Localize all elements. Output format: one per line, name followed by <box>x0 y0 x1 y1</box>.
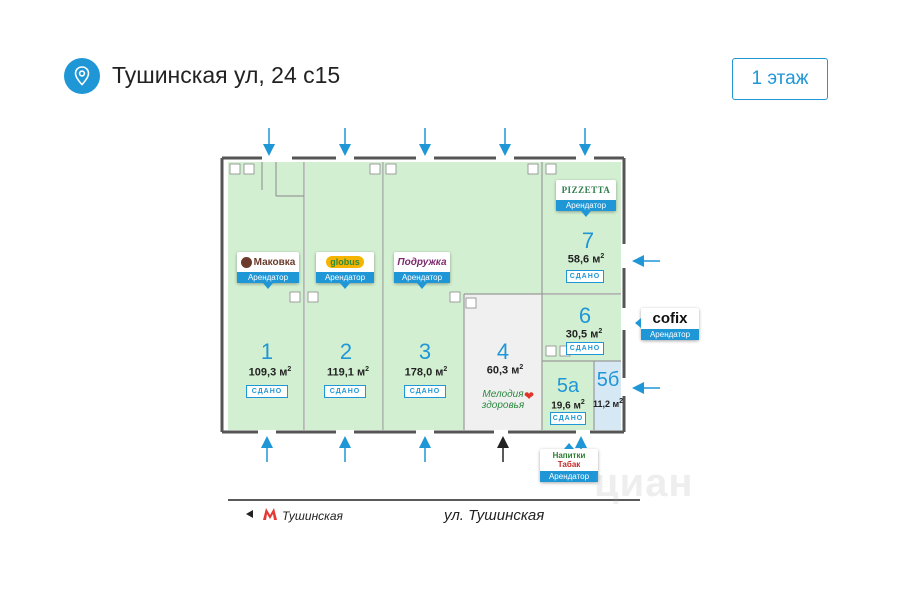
tenant-card-makovka[interactable]: Маковка Арендатор <box>237 252 299 289</box>
page-title: Тушинская ул, 24 с15 <box>112 62 341 88</box>
unit-5b-number: 5б <box>596 369 620 391</box>
tenant-card-napitki-tabak[interactable]: Напитки Табак Арендатор <box>540 443 598 482</box>
tenant-card-pizzetta[interactable]: PIZZETTA Арендатор <box>556 180 616 217</box>
unit-5b-area-text: 11,2 м2 <box>592 398 624 409</box>
pointer-icon <box>263 283 273 289</box>
heart-icon: ❤ <box>523 389 534 403</box>
unit-2-status-badge: СДАНО <box>324 385 366 398</box>
unit-3-status-badge: СДАНО <box>404 385 446 398</box>
makovka-logo-icon <box>240 256 252 268</box>
tenant-logo: Маковка <box>237 252 299 272</box>
tenant-label: Арендатор <box>394 272 450 283</box>
tenant-label: Арендатор <box>316 272 374 283</box>
unit-5a-number: 5а <box>556 375 580 397</box>
pointer-icon <box>581 211 591 217</box>
unit-5a-status-badge: СДАНО <box>550 412 586 425</box>
pointer-icon <box>417 283 427 289</box>
pointer-icon <box>564 443 574 449</box>
tenant-label: Арендатор <box>540 471 598 482</box>
map-pin-icon <box>74 66 90 86</box>
tenant-logo: cofix <box>652 310 688 327</box>
tenant-logo: globus <box>316 252 374 272</box>
metro-m-icon <box>263 508 277 520</box>
unit-2-number: 2 <box>339 339 353 364</box>
unit-7-number: 7 <box>581 228 595 253</box>
tenant-logo: Напитки Табак <box>552 451 586 469</box>
unit-4-tenant-logo: Мелодия здоровья ❤ <box>481 389 534 411</box>
pointer-icon <box>340 283 350 289</box>
street-label: ул. Тушинская <box>444 507 545 524</box>
unit-3-number: 3 <box>418 339 432 364</box>
tenant-card-cofix[interactable]: cofix Арендатор <box>635 308 699 340</box>
tenant-card-podruzhka[interactable]: Подружка Арендатор <box>394 252 450 289</box>
location-pin <box>64 58 100 94</box>
unit-3-lower <box>384 294 464 430</box>
unit-4-number: 4 <box>496 339 510 364</box>
unit-3-area-text: 178,0 м2 <box>404 366 448 379</box>
unit-2-area-text: 119,1 м2 <box>326 366 370 379</box>
unit-1-area-text: 109,3 м2 <box>248 366 292 379</box>
unit-7-status-badge: СДАНО <box>566 270 604 283</box>
entrance-arrows-bottom <box>261 436 587 462</box>
tenant-label: Арендатор <box>237 272 299 283</box>
tenant-label: Арендатор <box>641 329 699 340</box>
tenant-logo: Подружка <box>397 256 447 268</box>
unit-4-area-text: 60,3 м2 <box>486 364 524 377</box>
unit-5b-area[interactable] <box>594 361 621 430</box>
pointer-icon <box>635 318 641 328</box>
floor-selector-button[interactable]: 1 этаж <box>732 58 828 100</box>
unit-4-area[interactable] <box>464 294 542 430</box>
unit-6-status-badge: СДАНО <box>566 342 604 355</box>
metro-station-label: Тушинская <box>282 509 343 523</box>
unit-1-status-badge: СДАНО <box>246 385 288 398</box>
unit-5a-area-text: 19,6 м2 <box>551 399 585 412</box>
unit-7-area-text: 58,6 м2 <box>567 253 605 266</box>
unit-1-number: 1 <box>260 339 274 364</box>
unit-6-area-text: 30,5 м2 <box>565 328 603 341</box>
unit-6-number: 6 <box>578 303 592 328</box>
tenant-card-globus[interactable]: globus Арендатор <box>316 252 374 289</box>
arrow-left-icon <box>246 510 253 518</box>
tenant-label: Арендатор <box>556 200 616 211</box>
entrance-arrows-top <box>263 128 591 156</box>
tenant-logo: PIZZETTA <box>561 185 611 195</box>
entrance-arrows-right <box>632 255 660 394</box>
watermark: циан <box>594 461 694 505</box>
